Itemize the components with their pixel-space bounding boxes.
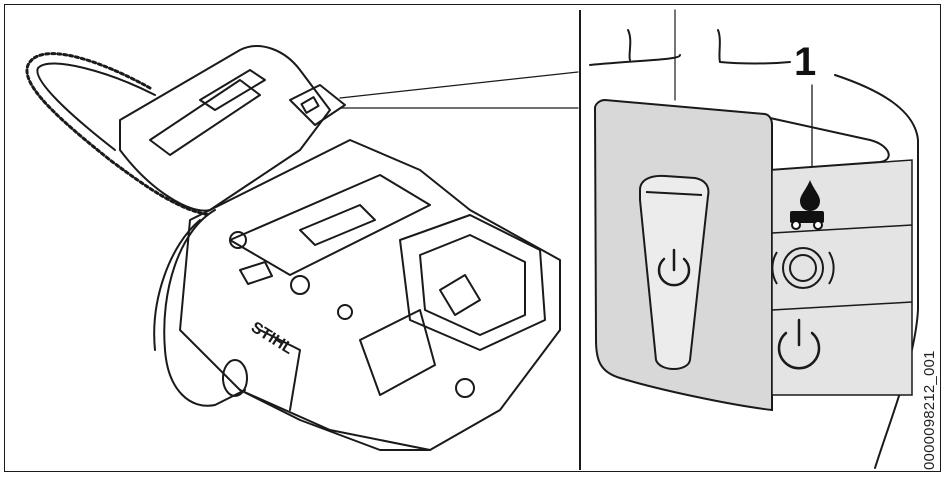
document-id: 0000098212_001	[921, 350, 938, 470]
chain-lubrication-icon	[790, 211, 824, 230]
oil-drop-icon	[800, 180, 820, 211]
switch-housing	[289, 84, 346, 126]
guide-bar	[36, 62, 156, 151]
panel-divider	[579, 10, 581, 470]
motor-housing	[179, 139, 561, 451]
power-button-icon	[777, 318, 821, 370]
battery-compartment	[399, 214, 546, 351]
status-led-icon	[771, 247, 835, 289]
main-switch	[639, 174, 710, 370]
top-handle	[119, 45, 331, 212]
switch-power-icon	[657, 248, 691, 287]
saw-chain	[25, 52, 212, 217]
front-handle	[163, 209, 246, 407]
figure-frame	[4, 4, 941, 472]
leader-line	[339, 71, 579, 99]
brand-mark: STIHL	[248, 319, 296, 358]
callout-number: 1	[794, 40, 817, 84]
